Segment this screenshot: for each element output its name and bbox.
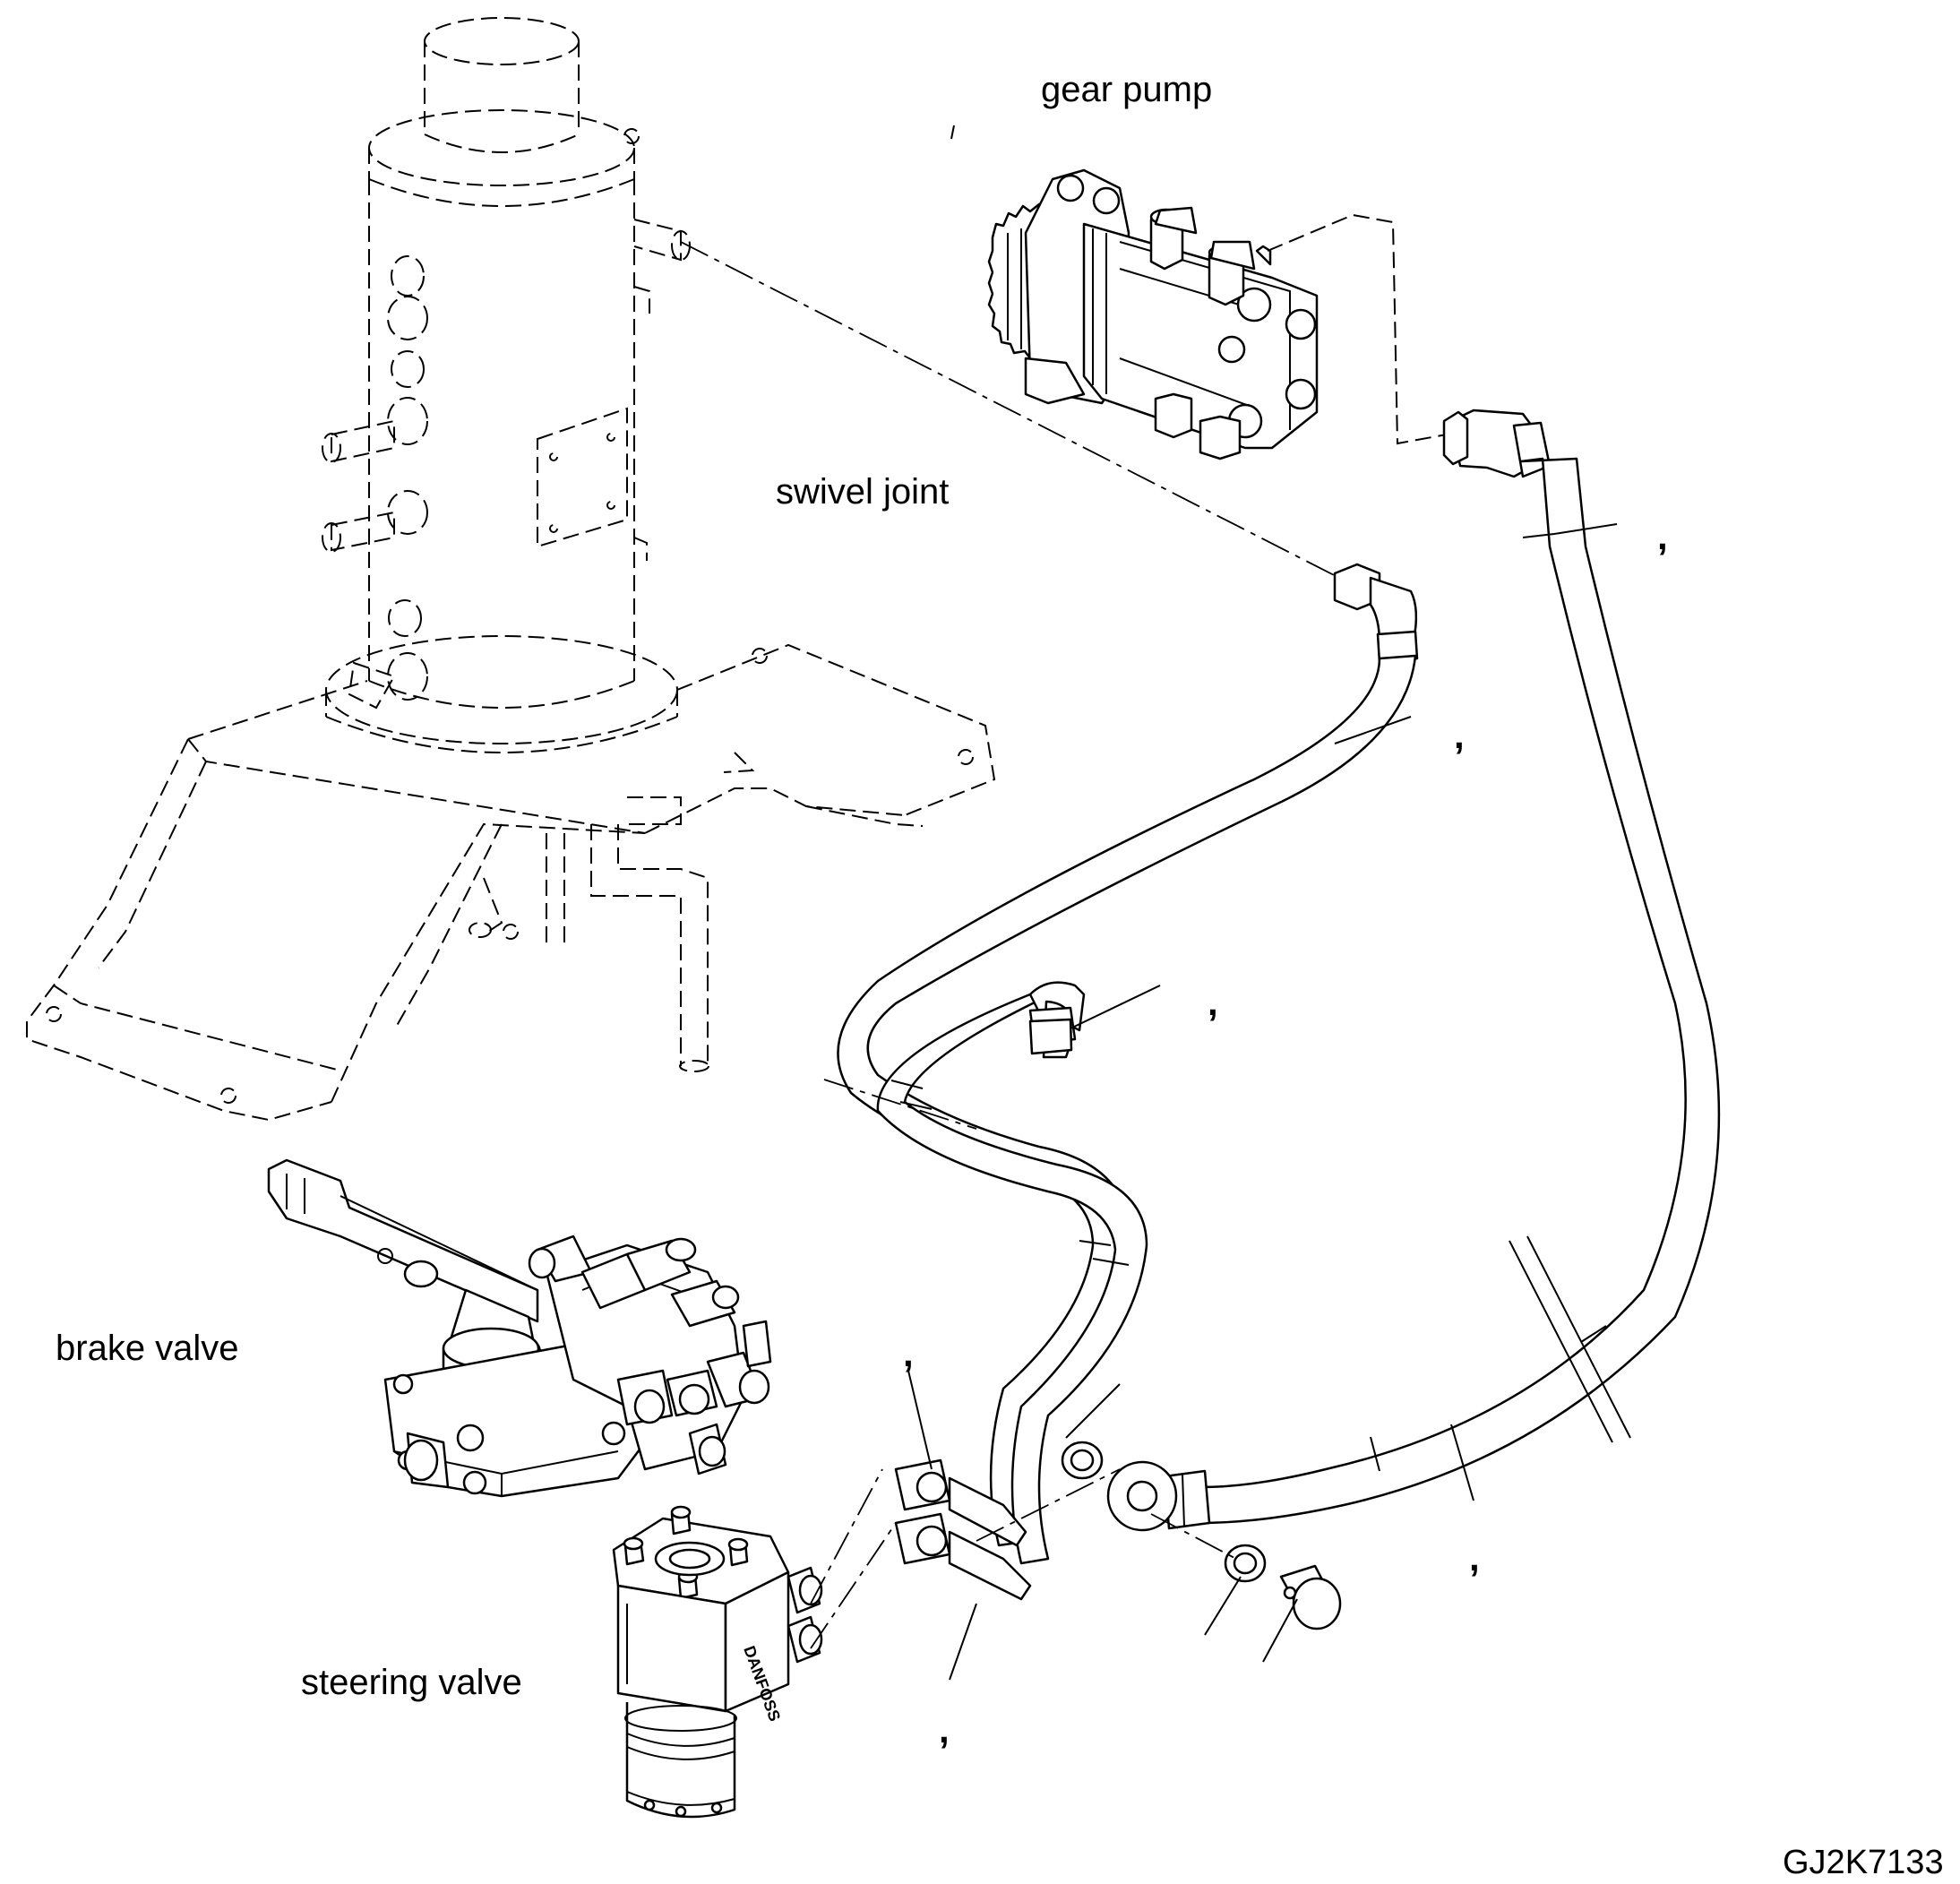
hose-cut-mark: [1509, 1235, 1631, 1443]
leader-lines: [907, 125, 1618, 1681]
steer-phantom-1: [810, 1468, 883, 1604]
bolt-phantom: [1150, 1513, 1237, 1560]
steering-valve: DANFOSS: [612, 1505, 823, 1819]
hose-swivel-to-steering: [837, 563, 1419, 1601]
drawing-code: GJ2K7133: [1783, 1844, 1944, 1881]
swivel-joint-label: swivel joint: [776, 472, 950, 512]
callout-4: ,: [903, 1332, 914, 1374]
steering-valve-label: steering valve: [301, 1663, 522, 1702]
steer-phantom-2: [810, 1522, 897, 1649]
gear-pump: [987, 168, 1319, 460]
swivel-phantom-line: [680, 241, 1340, 579]
brake-valve-label: brake valve: [56, 1329, 239, 1368]
banjo-phantom: [976, 1468, 1121, 1542]
banjo-fittings: [1061, 1441, 1342, 1630]
callout-1: ,: [1657, 515, 1668, 557]
brake-valve: [267, 1158, 772, 1498]
callout-3: ,: [1208, 981, 1218, 1023]
callout-6: ,: [939, 1708, 950, 1751]
hose-gear-pump-to-valves: [1106, 409, 1721, 1532]
pump-outlet-phantom: [1267, 213, 1448, 445]
gear-pump-label: gear pump: [1041, 70, 1213, 109]
revolving-frame: [26, 643, 996, 1122]
callout-5: ,: [1469, 1536, 1480, 1579]
brake-phantom: [823, 1079, 977, 1130]
swivel-joint: [322, 17, 691, 753]
callout-2: ,: [1454, 714, 1465, 756]
